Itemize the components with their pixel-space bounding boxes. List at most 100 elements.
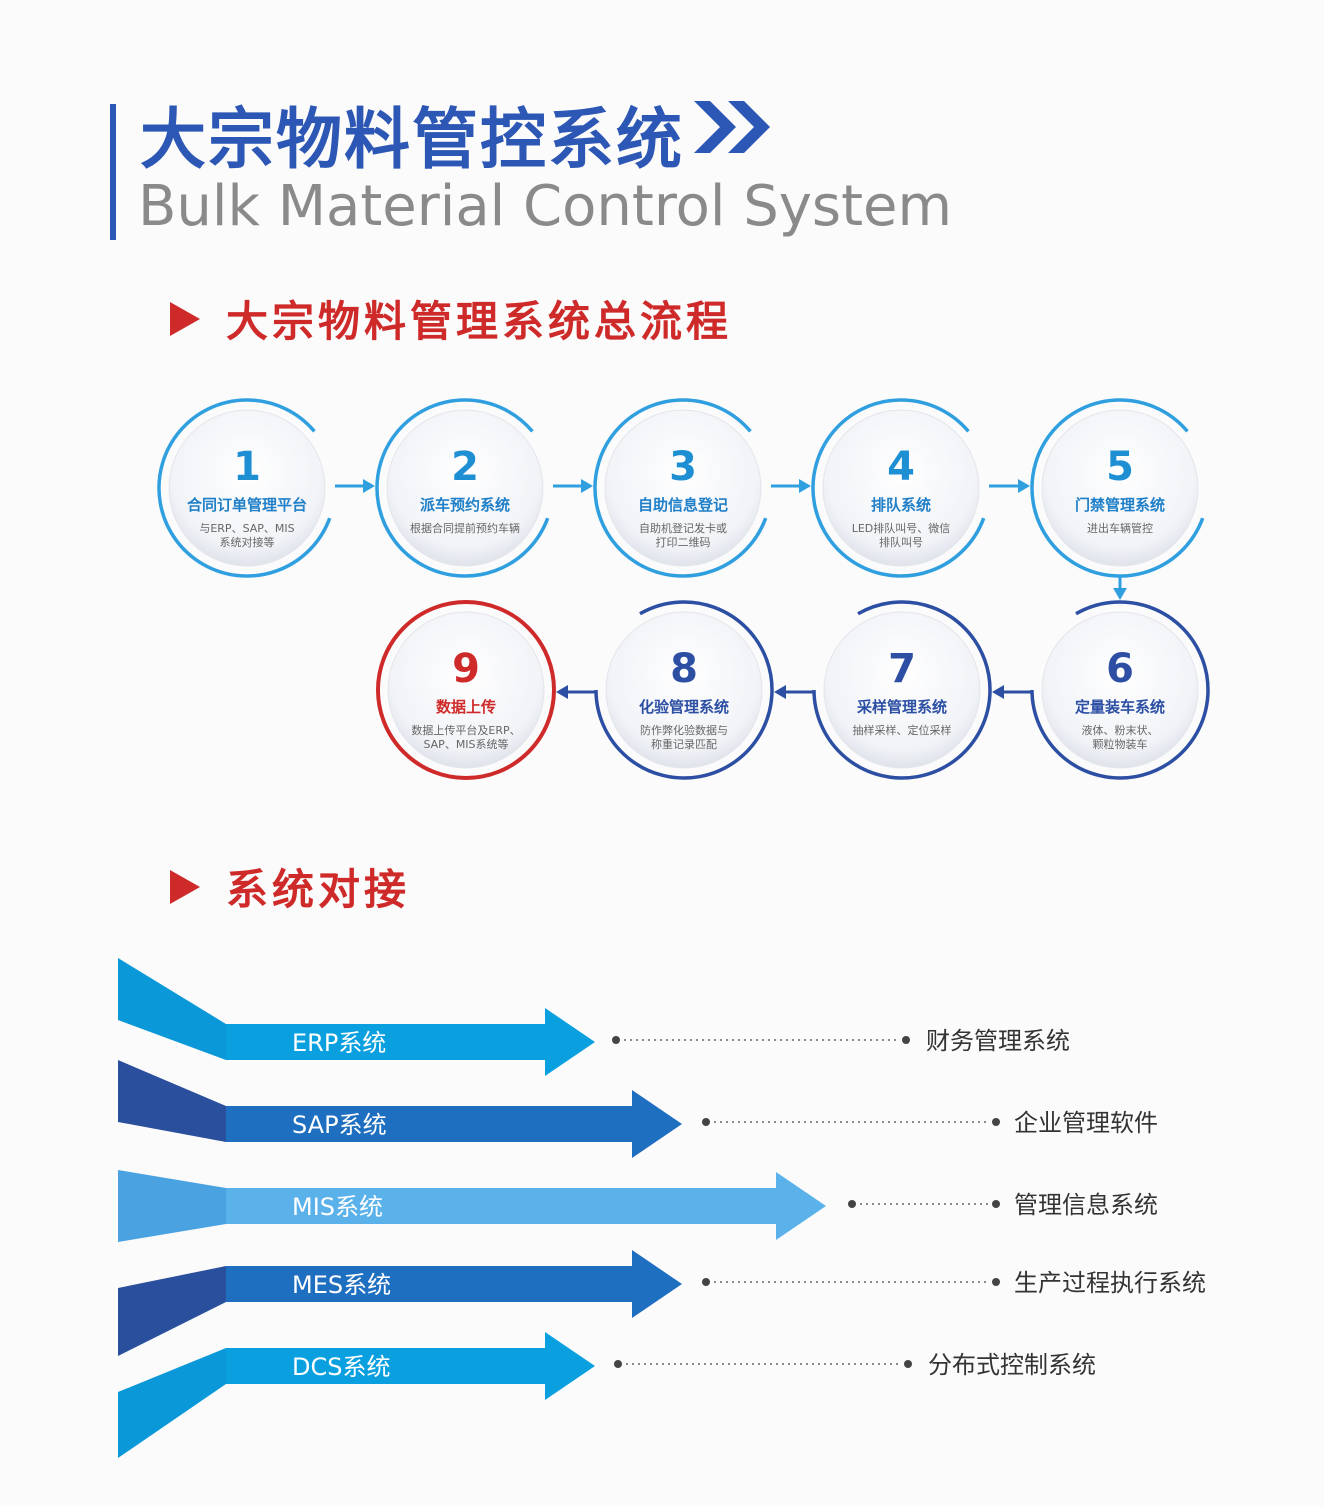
flow-step-desc: 数据上传平台及ERP、 — [411, 723, 520, 737]
funnel-shape — [118, 1348, 226, 1458]
funnel-shape — [118, 1060, 226, 1142]
flow-step-desc: 与ERP、SAP、MIS — [199, 522, 294, 535]
flow-step-title: 采样管理系统 — [856, 698, 947, 716]
flow-step-desc: 进出车辆管控 — [1087, 521, 1153, 535]
flow-step-title: 门禁管理系统 — [1075, 496, 1165, 514]
section-flow-heading: 大宗物料管理系统总流程 — [170, 288, 732, 349]
dot-start — [614, 1360, 622, 1368]
flow-step-desc: 排队叫号 — [879, 535, 923, 549]
system-arrow-label: MIS系统 — [292, 1193, 383, 1221]
flow-step-disc — [822, 409, 980, 567]
flow-step-ring — [376, 600, 556, 780]
system-arrow-label: ERP系统 — [292, 1029, 386, 1057]
system-arrow-label: MES系统 — [292, 1271, 391, 1299]
flow-step-title: 化验管理系统 — [639, 698, 729, 716]
system-arrow — [226, 1008, 595, 1076]
flow-step-desc: 液体、粉末状、 — [1082, 723, 1159, 737]
flow-step-number: 5 — [1106, 444, 1134, 490]
flow-step-title: 数据上传 — [436, 698, 496, 716]
dot-end — [992, 1200, 1000, 1208]
flow-step-ring — [1030, 398, 1205, 578]
flow-connector-arrow — [556, 685, 596, 699]
flow-step-desc: 抽样采样、定位采样 — [853, 723, 952, 737]
system-description: 生产过程执行系统 — [1014, 1269, 1206, 1297]
funnel-shape — [118, 1266, 226, 1356]
flow-step-disc — [386, 409, 544, 567]
flow-connector-arrow — [989, 479, 1030, 493]
flow-step-title: 定量装车系统 — [1075, 698, 1165, 716]
section-flow-title: 大宗物料管理系统总流程 — [226, 297, 733, 346]
flow-step-number: 4 — [887, 444, 915, 490]
flow-step-desc: 根据合同提前预约车辆 — [410, 521, 520, 535]
system-description: 企业管理软件 — [1014, 1109, 1158, 1137]
section-integration-title: 系统对接 — [226, 865, 411, 914]
flow-connector-arrow — [335, 479, 375, 493]
flow-step-disc — [823, 611, 981, 769]
flow-connector-arrow — [771, 479, 811, 493]
system-integration-diagram: ERP系统财务管理系统SAP系统企业管理软件MIS系统管理信息系统MES系统生产… — [118, 958, 1206, 1458]
triangle-right-icon — [170, 869, 200, 904]
flow-step-number: 3 — [669, 444, 697, 490]
flow-step-number: 2 — [451, 444, 479, 490]
flow-step-ring — [594, 600, 774, 780]
flow-step-title: 派车预约系统 — [420, 496, 510, 514]
double-chevron-right-icon — [694, 96, 774, 173]
flow-step-ring — [375, 398, 550, 578]
page-title-text: 大宗物料管控系统 — [140, 101, 684, 178]
flow-connector-arrow — [774, 685, 814, 699]
title-accent-bar — [110, 104, 116, 240]
funnel-shape — [118, 1170, 226, 1242]
flow-step-desc: 打印二维码 — [656, 535, 711, 549]
flow-step-desc: 颗粒物装车 — [1093, 737, 1148, 751]
dot-end — [992, 1278, 1000, 1286]
system-description: 财务管理系统 — [926, 1027, 1070, 1055]
flow-step-disc — [1041, 611, 1199, 769]
flow-step-desc: 称重记录匹配 — [651, 737, 717, 751]
system-arrow — [226, 1250, 682, 1318]
flow-step-ring — [1030, 600, 1210, 780]
system-description: 分布式控制系统 — [928, 1351, 1096, 1379]
flow-step-number: 9 — [452, 646, 480, 692]
system-arrow — [226, 1172, 826, 1240]
flow-step-title: 自助信息登记 — [638, 496, 728, 514]
dot-start — [612, 1036, 620, 1044]
system-arrow-label: DCS系统 — [292, 1353, 390, 1381]
flow-step-desc: SAP、MIS系统等 — [423, 737, 508, 751]
flow-step-disc — [387, 611, 545, 769]
flow-step-title: 排队系统 — [871, 496, 931, 514]
flow-step-number: 7 — [888, 646, 916, 692]
flow-step-disc — [604, 409, 762, 567]
flow-connector-arrow — [553, 479, 593, 493]
flow-step-disc — [605, 611, 763, 769]
triangle-right-icon — [170, 301, 200, 336]
flow-step-desc: LED排队叫号、微信 — [852, 521, 951, 535]
flow-connector-arrow — [992, 685, 1032, 699]
integration-row: MIS系统 管理信息系统 — [118, 1170, 1158, 1242]
flow-step-number: 1 — [233, 444, 261, 490]
dot-end — [992, 1118, 1000, 1126]
integration-row: DCS系统 分布式控制系统 — [118, 1332, 1096, 1458]
flow-step-number: 8 — [670, 646, 698, 692]
system-arrow — [226, 1332, 595, 1400]
dot-end — [904, 1360, 912, 1368]
page-title: 大宗物料管控系统 — [140, 92, 774, 178]
dot-end — [902, 1036, 910, 1044]
flow-step-ring — [811, 398, 986, 578]
system-arrow — [226, 1090, 682, 1158]
integration-row: ERP系统 财务管理系统 — [118, 958, 1070, 1076]
system-description: 管理信息系统 — [1014, 1191, 1158, 1219]
flow-step-ring — [593, 398, 768, 578]
flow-step-desc: 防作弊化验数据与 — [640, 723, 728, 737]
dot-start — [702, 1118, 710, 1126]
flow-step-desc: 自助机登记发卡或 — [639, 521, 727, 535]
